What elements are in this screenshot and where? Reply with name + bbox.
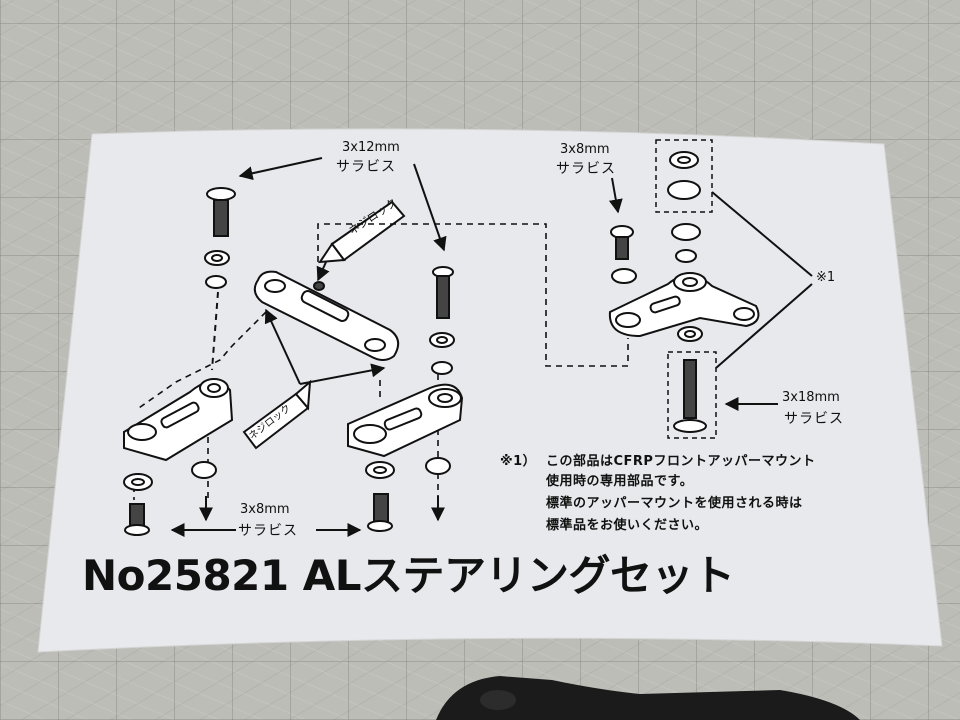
nut-dashed-box [655,139,713,213]
down-arrows [199,496,445,522]
left-screw-stack [204,187,236,371]
right-steering-arm [608,272,760,338]
bottom-screw-type: サラビス [238,523,298,539]
note-prefix: ※1） [500,454,537,469]
center-bottom-hardware [365,457,451,532]
right-screw-3x8 [608,177,637,284]
bottom-screw-size: 3x8mm [240,502,290,517]
center-screw-stack [429,266,455,375]
left-knuckle [123,378,234,479]
right-upper-stack [667,151,701,263]
left-bottom-hardware [123,473,153,536]
note-line-4: 標準品をお使いください。 [546,518,709,533]
note-marker: ※1 [816,270,836,285]
top-size-arrows [238,157,447,252]
thread-lock-tube-top [318,200,406,264]
product-title: No25821 ALステアリングセット [82,551,735,600]
right-bottom-screw-type: サラビス [784,411,844,427]
thread-lock-tube-bottom [242,379,312,450]
long-screw-dashed-box [667,351,717,439]
right-lower-stack [673,326,707,433]
right-top-screw-size: 3x8mm [560,142,610,157]
center-knuckle [347,383,464,458]
thread-lock-arrows [264,261,386,385]
right-top-screw-type: サラビス [556,161,616,177]
marker-lines [711,191,813,411]
top-screw-type: サラビス [336,159,396,175]
right-bottom-screw-size: 3x18mm [782,390,840,405]
note-line-1: この部品はCFRPフロントアッパーマウント [546,454,816,469]
note-line-3: 標準のアッパーマウントを使用される時は [546,496,803,511]
card-paper [37,128,943,653]
top-screw-size: 3x12mm [342,140,400,155]
black-plastic-part [436,676,860,720]
steering-arm-center [253,270,400,361]
note-line-2: 使用時の専用部品です。 [546,474,694,489]
